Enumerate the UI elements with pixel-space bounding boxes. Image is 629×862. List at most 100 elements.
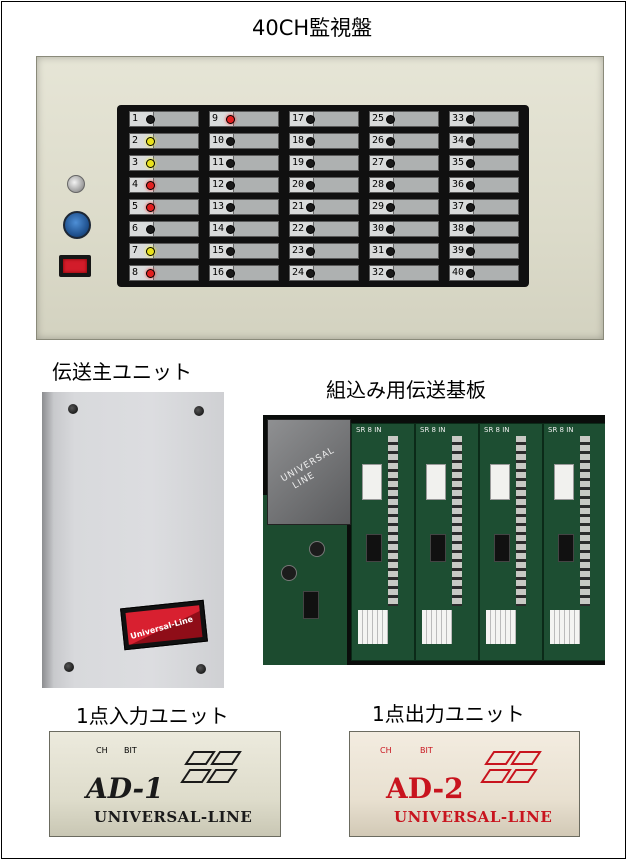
status-lamp-icon [466, 269, 475, 278]
status-lamp-icon [466, 137, 475, 146]
channel-cell: 33 [445, 110, 521, 128]
channel-plate: 5 [129, 199, 199, 215]
caption-main-unit: 伝送主ユニット [52, 360, 192, 384]
channel-plate: 30 [369, 221, 439, 237]
channel-cell: 39 [445, 242, 521, 260]
io-board-1: SR 8 IN [351, 423, 415, 661]
channel-number: 14 [212, 223, 225, 234]
status-lamp-icon [146, 181, 155, 190]
channel-cell: 37 [445, 198, 521, 216]
status-lamp-icon [226, 203, 235, 212]
status-lamp-icon [306, 159, 315, 168]
status-lamp-icon [306, 115, 315, 124]
channel-number: 20 [292, 179, 305, 190]
channel-number: 23 [292, 245, 305, 256]
io-board-4: SR 8 IN [543, 423, 605, 661]
caption-input-unit: 1点入力ユニット [76, 704, 229, 728]
universal-line-logo-icon [480, 751, 542, 783]
slot-label: SR 8 IN [548, 426, 574, 434]
status-lamp-icon [386, 137, 395, 146]
screw-icon [196, 664, 206, 674]
status-lamp-icon [226, 269, 235, 278]
channel-plate: 28 [369, 177, 439, 193]
channel-cell: 4 [125, 176, 201, 194]
channel-cell: 15 [205, 242, 281, 260]
channel-plate: 25 [369, 111, 439, 127]
io-board-2: SR 8 IN [415, 423, 479, 661]
channel-plate: 10 [209, 133, 279, 149]
status-lamp-icon [226, 225, 235, 234]
channel-number: 30 [372, 223, 385, 234]
screw-icon [68, 404, 78, 414]
channel-number: 4 [132, 179, 139, 190]
channel-cell: 31 [365, 242, 441, 260]
channel-plate: 19 [289, 155, 359, 171]
status-lamp-icon [386, 159, 395, 168]
status-lamp-icon [226, 181, 235, 190]
ad2-maker: UNIVERSAL-LINE [394, 808, 553, 826]
status-lamp-icon [146, 247, 155, 256]
status-lamp-icon [146, 137, 155, 146]
channel-number: 1 [132, 113, 139, 124]
capacitor-icon [281, 565, 297, 581]
channel-cell: 21 [285, 198, 361, 216]
slot-label: SR 8 IN [484, 426, 510, 434]
status-lamp-icon [226, 115, 235, 124]
channel-cell: 38 [445, 220, 521, 238]
status-lamp-icon [386, 203, 395, 212]
status-lamp-icon [146, 225, 155, 234]
status-lamp-icon [386, 115, 395, 124]
channel-number: 32 [372, 267, 385, 278]
channel-cell: 3 [125, 154, 201, 172]
channel-plate: 32 [369, 265, 439, 281]
channel-plate: 36 [449, 177, 519, 193]
unit-edge [42, 392, 54, 688]
channel-plate: 2 [129, 133, 199, 149]
key-switch-icon[interactable] [67, 175, 85, 193]
status-lamp-icon [306, 269, 315, 278]
caption-board: 組込み用伝送基板 [326, 378, 486, 402]
channel-cell: 40 [445, 264, 521, 282]
channel-plate: 1 [129, 111, 199, 127]
transmission-module: UNIVERSAL LINE [267, 419, 351, 525]
red-button[interactable] [59, 255, 91, 277]
channel-number: 12 [212, 179, 225, 190]
channel-number: 3 [132, 157, 139, 168]
channel-number: 8 [132, 267, 139, 278]
channel-plate: 40 [449, 265, 519, 281]
status-lamp-icon [306, 137, 315, 146]
channel-plate: 4 [129, 177, 199, 193]
status-lamp-icon [146, 115, 155, 124]
channel-cell: 32 [365, 264, 441, 282]
screw-icon [64, 662, 74, 672]
channel-cell: 27 [365, 154, 441, 172]
ad1-model: AD-1 [86, 772, 164, 805]
channel-plate: 20 [289, 177, 359, 193]
channel-cell: 18 [285, 132, 361, 150]
channel-number: 22 [292, 223, 305, 234]
channel-plate: 34 [449, 133, 519, 149]
blue-button[interactable] [63, 211, 91, 239]
channel-plate: 38 [449, 221, 519, 237]
channel-number: 33 [452, 113, 465, 124]
channel-number: 27 [372, 157, 385, 168]
universal-line-logo-icon [180, 751, 242, 783]
channel-number: 18 [292, 135, 305, 146]
channel-cell: 2 [125, 132, 201, 150]
channel-cell: 29 [365, 198, 441, 216]
status-lamp-icon [386, 247, 395, 256]
channel-number: 13 [212, 201, 225, 212]
channel-cell: 16 [205, 264, 281, 282]
channel-plate: 16 [209, 265, 279, 281]
channel-cell: 22 [285, 220, 361, 238]
channel-cell: 23 [285, 242, 361, 260]
channel-plate: 8 [129, 265, 199, 281]
channel-number: 21 [292, 201, 305, 212]
channel-cell: 8 [125, 264, 201, 282]
status-lamp-icon [146, 203, 155, 212]
channel-cell: 26 [365, 132, 441, 150]
